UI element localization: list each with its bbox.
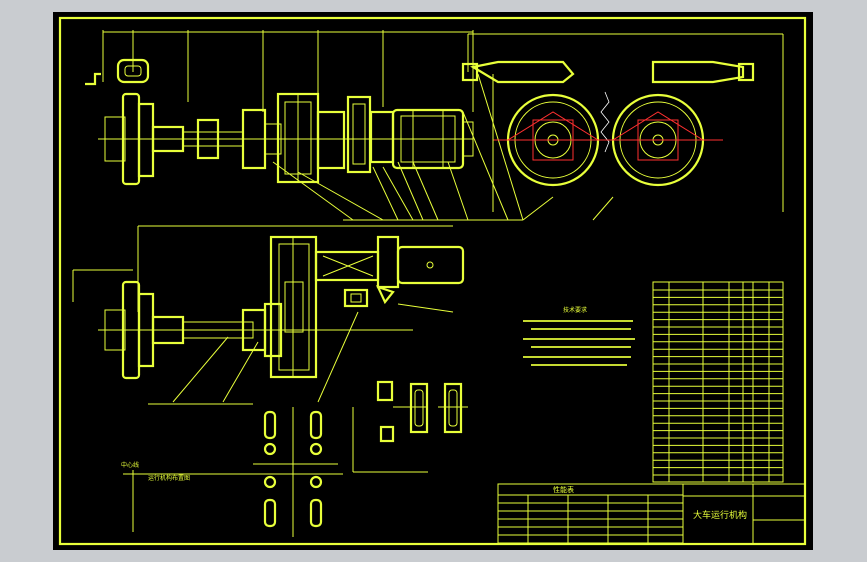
drawing-title: 大车运行机构 bbox=[693, 509, 747, 521]
cad-viewport[interactable]: 中心线 运行机构布置图 技术要求 性能表 大车运行机构 bbox=[53, 12, 813, 550]
layout-plan: 中心线 运行机构布置图 bbox=[121, 407, 343, 537]
performance-table-title: 性能表 bbox=[553, 485, 574, 494]
technical-requirements: 技术要求 bbox=[523, 306, 635, 366]
middle-assembly bbox=[72, 225, 465, 405]
wheel-side-views bbox=[461, 33, 784, 221]
drawing-border bbox=[58, 16, 807, 546]
title-block: 性能表 大车运行机构 bbox=[497, 483, 806, 545]
note-layout: 运行机构布置图 bbox=[148, 474, 190, 482]
tech-requirements-title: 技术要求 bbox=[563, 306, 587, 314]
cad-drawing: 中心线 运行机构布置图 技术要求 性能表 大车运行机构 bbox=[58, 16, 807, 546]
top-assembly bbox=[85, 30, 524, 221]
detail-views bbox=[352, 380, 468, 473]
note-centerline: 中心线 bbox=[121, 461, 139, 469]
parts-list bbox=[652, 281, 784, 483]
